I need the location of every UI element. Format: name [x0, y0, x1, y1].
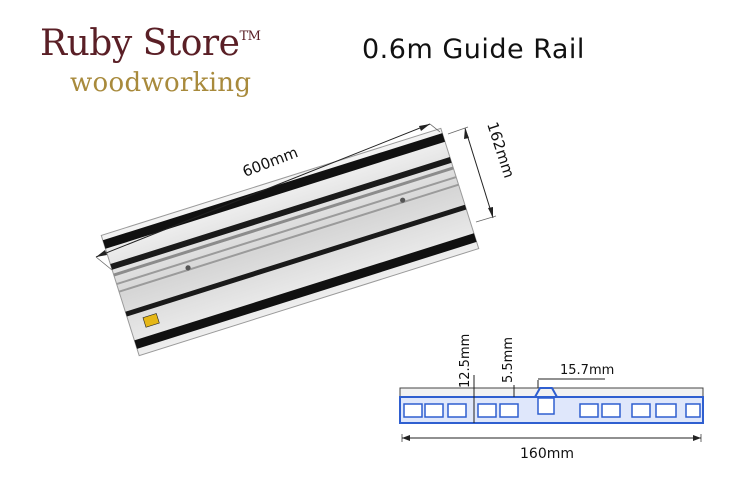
- rail-body: [100, 127, 480, 357]
- brand-logo: Ruby StoreTM woodworking: [40, 23, 261, 99]
- rail-groove-1: [113, 166, 454, 277]
- rail-hole-left: [185, 265, 191, 271]
- profile-height-label: 12.5mm: [458, 334, 473, 388]
- profile-ridge-label: 15.7mm: [560, 363, 614, 378]
- rail-hole-right: [400, 197, 406, 203]
- rail-strip-4: [134, 233, 477, 349]
- brand-name: Ruby StoreTM: [40, 23, 261, 64]
- trademark-mark: TM: [239, 29, 261, 44]
- rail-groove-3: [118, 183, 459, 293]
- brand-subtitle: woodworking: [70, 68, 252, 98]
- product-title: 0.6m Guide Rail: [362, 34, 585, 65]
- logo-badge-icon: [142, 313, 160, 328]
- rail-groove-2: [116, 176, 457, 286]
- profile-step-label: 5.5mm: [501, 337, 516, 383]
- rail-strip-3: [125, 204, 467, 317]
- width-label: 162mm: [483, 120, 518, 181]
- rail-strip-2: [110, 157, 452, 270]
- rail-profile: 12.5mm 5.5mm 15.7mm 160mm: [399, 334, 704, 462]
- profile-width-label: 160mm: [520, 446, 574, 462]
- profile-ridge: [520, 387, 575, 398]
